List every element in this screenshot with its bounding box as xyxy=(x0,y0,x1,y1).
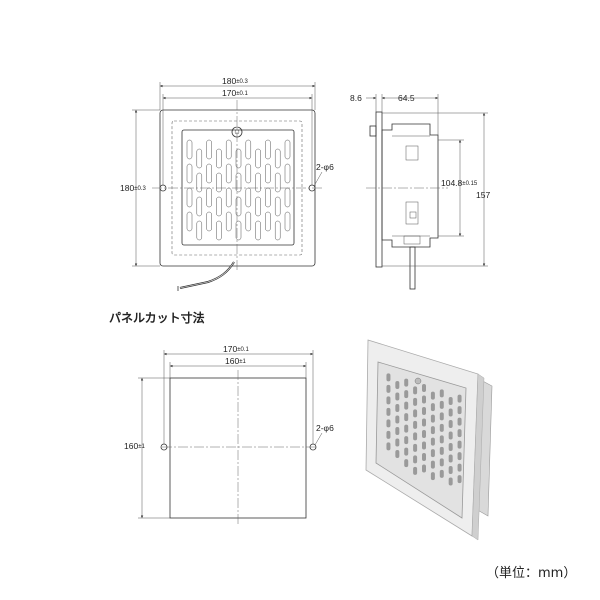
panel-cut-height-value: 160±1 xyxy=(124,441,145,451)
panel-cut-title: パネルカット寸法 xyxy=(109,310,205,325)
product-grille-slots xyxy=(386,373,462,486)
side-flange-value: 8.6 xyxy=(350,93,362,103)
panel-cut-width-value: 160±1 xyxy=(225,356,246,366)
front-holes-label: 2-φ6 xyxy=(316,162,334,172)
side-overall-height-value: 157 xyxy=(476,190,490,200)
side-view: 8.6 64.5 104.8±0.15 157 xyxy=(350,93,490,290)
panel-cut-holes-label: 2-φ6 xyxy=(316,423,334,433)
front-height-outer-value: 180±0.3 xyxy=(120,183,146,193)
unit-label: （単位：mm） xyxy=(486,565,576,581)
front-view: 180±0.3 170±0.1 180±0.3 2-φ6 xyxy=(120,76,334,291)
side-flange xyxy=(375,111,383,268)
side-cable xyxy=(409,246,416,290)
front-grille xyxy=(181,129,295,246)
front-width-outer-value: 180±0.3 xyxy=(222,76,248,86)
product-illustration xyxy=(365,339,493,541)
panel-cut-pitch-value: 170±0.1 xyxy=(223,344,249,354)
side-depth-value: 64.5 xyxy=(398,93,415,103)
product-screw xyxy=(414,377,422,385)
side-body xyxy=(381,123,439,248)
front-width-inner-value: 170±0.1 xyxy=(222,88,248,98)
front-grille-slots xyxy=(186,139,291,241)
product-grille xyxy=(375,361,467,519)
side-inner-height-value: 104.8±0.15 xyxy=(441,178,478,188)
panel-cut-view: 170±0.1 160±1 160±1 2-φ6 xyxy=(124,344,334,526)
